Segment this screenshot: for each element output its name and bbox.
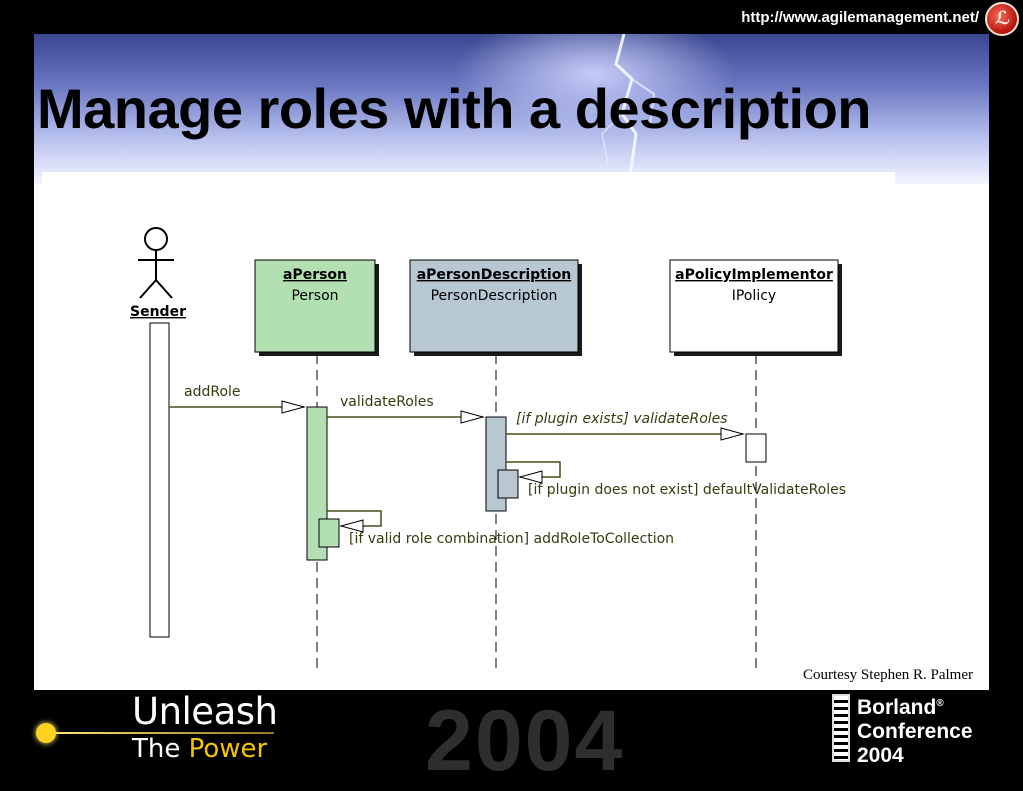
site-url[interactable]: http://www.agilemanagement.net/: [741, 9, 979, 26]
borland-label: Borland: [857, 696, 937, 719]
message-label: [if plugin does not exist] defaultValida…: [528, 482, 846, 498]
lifeline-type: IPolicy: [732, 288, 776, 304]
message-addroletocollection: [if valid role combination] addRoleToCol…: [327, 510, 674, 547]
message-plugin-validateroles: [if plugin exists] validateRoles: [506, 411, 745, 441]
sequence-diagram: Sender aPerson Person aPersonDescription…: [42, 172, 895, 672]
divider: [56, 732, 274, 734]
actor-sender: Sender: [130, 227, 186, 320]
lifeline-name: aPolicyImplementor: [675, 267, 833, 283]
message-label: addRole: [184, 384, 241, 400]
conference-year: 2004: [857, 744, 904, 767]
lifeline-type: PersonDescription: [431, 288, 558, 304]
actor-activation: [149, 322, 170, 638]
footer-banner: Unleash The Power 2004 Borland® Conferen…: [0, 690, 1023, 789]
sequence-diagram-canvas: Sender aPerson Person aPersonDescription…: [130, 227, 846, 672]
borland-conference-logo: Borland® Conference 2004: [857, 696, 973, 767]
message-validateroles: validateRoles: [327, 394, 485, 424]
message-label: [if plugin exists] validateRoles: [516, 411, 728, 427]
lightning-decoration: [601, 34, 656, 184]
self-activation-default: [497, 469, 519, 499]
self-activation-add: [318, 518, 340, 548]
borcon-logo-icon: [832, 694, 850, 762]
message-label: validateRoles: [340, 394, 434, 410]
the-label: The: [132, 734, 189, 764]
power-label: Power: [188, 734, 268, 764]
unleash-text: Unleash: [132, 690, 278, 733]
year-watermark: 2004: [425, 693, 625, 789]
page-title: Manage roles with a description: [37, 77, 872, 140]
courtesy-credit: Courtesy Stephen R. Palmer: [803, 667, 973, 683]
lifeline-apolicyimplementor: aPolicyImplementor IPolicy: [669, 259, 842, 356]
conference-label: Conference: [857, 720, 973, 743]
lifeline-name: aPersonDescription: [417, 267, 572, 283]
lifeline-aperson: aPerson Person: [254, 259, 379, 356]
slide: Manage roles with a description Sender a…: [34, 34, 989, 690]
the-power-text: The Power: [132, 734, 267, 764]
actor-label: Sender: [130, 304, 186, 320]
message-addrole: addRole: [169, 384, 306, 414]
lifeline-apersondescription: aPersonDescription PersonDescription: [409, 259, 582, 356]
activation-apolicyimplementor: [745, 433, 767, 463]
yellow-dot-icon: [36, 723, 56, 743]
title-banner: Manage roles with a description: [34, 34, 989, 184]
lifeline-type: Person: [291, 288, 338, 304]
agile-management-logo-icon: ℒ: [985, 2, 1019, 36]
message-label: [if valid role combination] addRoleToCol…: [349, 531, 674, 547]
lifeline-name: aPerson: [283, 267, 347, 283]
message-defaultvalidateroles: [if plugin does not exist] defaultValida…: [506, 461, 846, 498]
